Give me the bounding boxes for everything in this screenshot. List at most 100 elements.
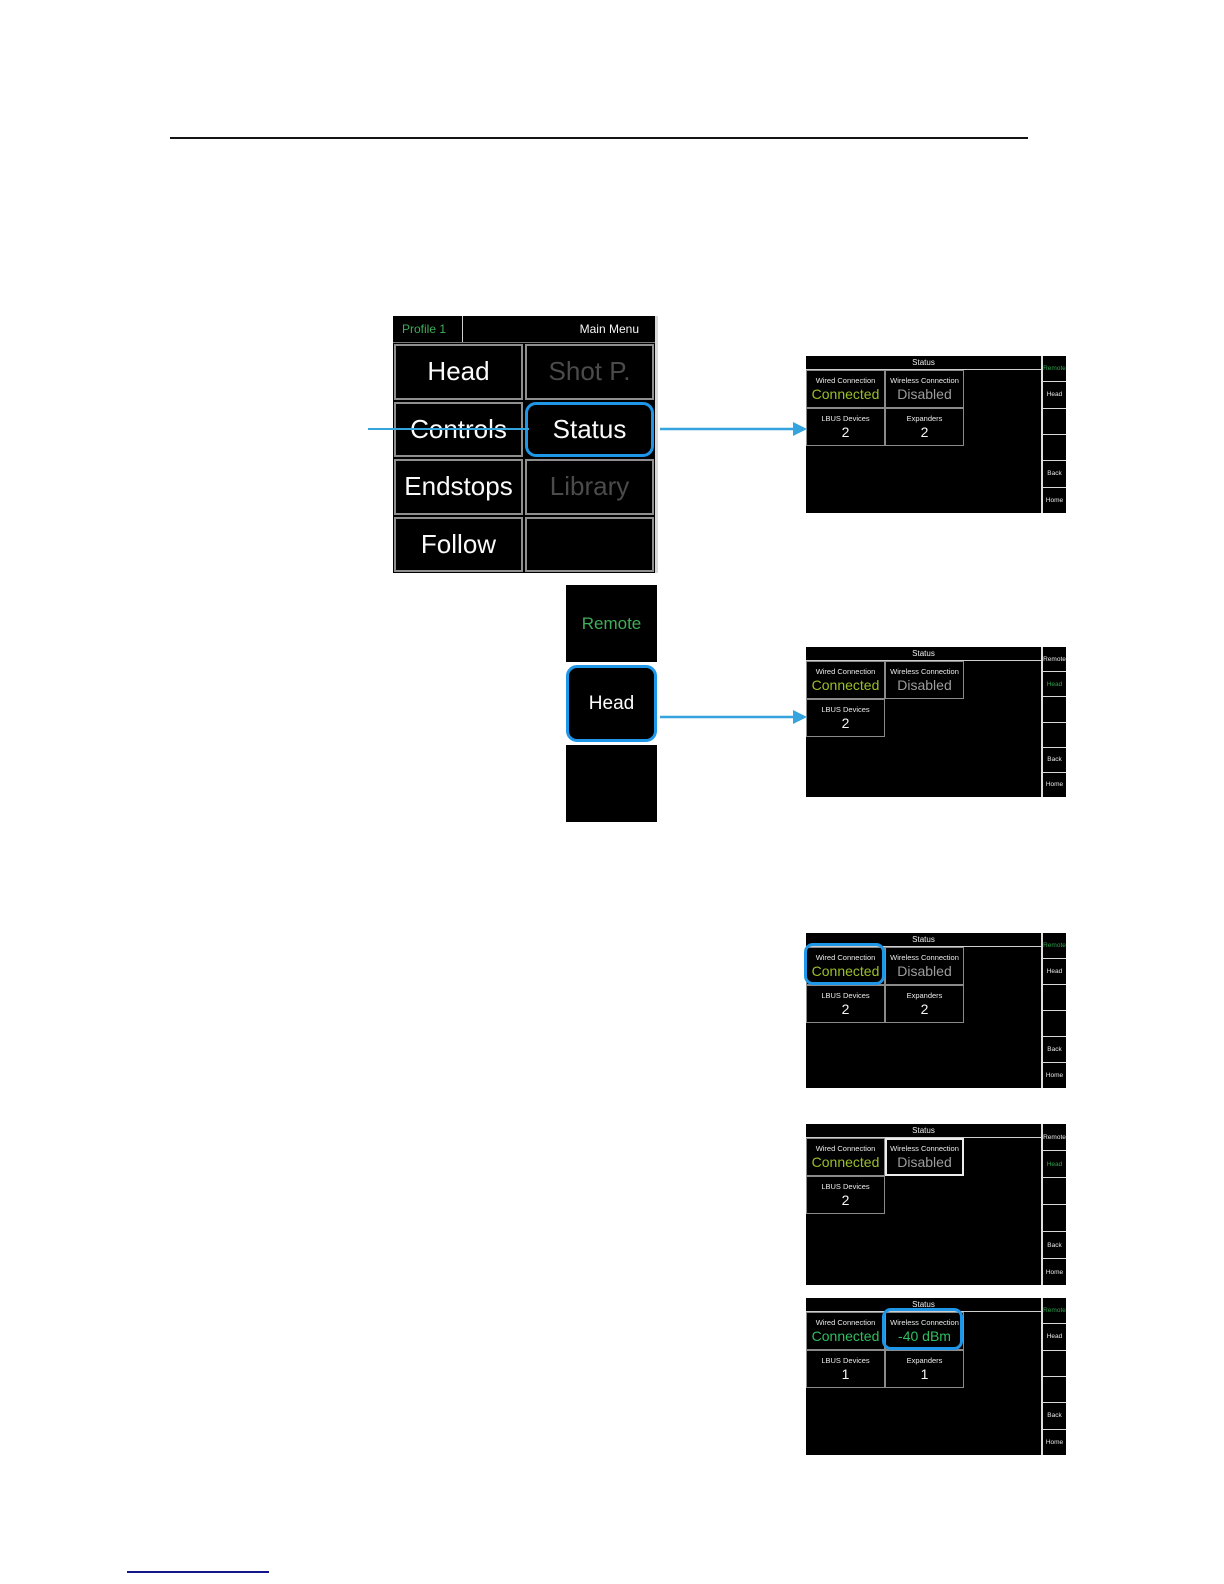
sidebar-remote[interactable]: Remote [1043,933,1066,959]
sidebar-back[interactable]: Back [1043,1232,1066,1259]
sidebar-blank [1043,1205,1066,1232]
wireless-connection-label: Wireless Connection [890,1318,959,1327]
arrow-head-to-screen2 [660,710,807,724]
wired-connection-cell[interactable]: Wired Connection Connected [806,1138,885,1176]
sidebar-remote[interactable]: Remote [1043,1298,1066,1325]
wired-connection-cell[interactable]: Wired Connection Connected [806,1312,885,1350]
lbus-devices-value: 2 [841,715,850,731]
wireless-connection-cell[interactable]: Wireless Connection Disabled [885,661,964,699]
sidebar-blank [1043,985,1066,1011]
sidebar-head[interactable]: Head [1043,1324,1066,1351]
library-button: Library [525,459,654,515]
wireless-connection-cell[interactable]: Wireless Connection -40 dBm [885,1312,964,1350]
footer-link-underline[interactable] [127,1571,269,1573]
status-screen-2-main: Status Wired Connection Connected Wirele… [806,647,1043,797]
sidebar-blank [1043,697,1066,723]
sidebar-home[interactable]: Home [1045,1268,1064,1276]
expanders-value: 1 [920,1366,929,1382]
status-screen-3-main: Status Wired Connection Connected Wirele… [804,933,1043,1088]
wireless-connection-cell[interactable]: Wireless Connection Disabled [885,947,964,985]
status-screen-5: Status Wired Connection Connected Wirele… [806,1298,1066,1455]
wireless-connection-cell[interactable]: Wireless Connection Disabled [885,1138,964,1176]
sidebar-head[interactable]: Head [1043,959,1066,985]
sidebar-head[interactable]: Head [1043,382,1066,409]
sidebar-back[interactable]: Back [1043,748,1066,773]
page-top-rule [170,137,1028,139]
callout-line-to-status [368,428,529,430]
sidebar-blank [1043,1377,1066,1404]
shot-p-button: Shot P. [525,344,654,400]
endstops-button[interactable]: Endstops [394,459,523,515]
status-title: Status [806,1124,1041,1138]
sidebar-head[interactable]: Head [1043,672,1066,698]
lbus-devices-label: LBUS Devices [821,705,870,714]
status-grid: Wired Connection Connected Wireless Conn… [806,661,964,737]
wireless-connection-label: Wireless Connection [890,376,959,385]
sidebar-blank [1043,1178,1066,1205]
status-grid: Wired Connection Connected Wireless Conn… [806,1312,964,1388]
status-screen-5-main: Status Wired Connection Connected Wirele… [806,1298,1043,1455]
expanders-value: 2 [920,424,929,440]
lbus-devices-cell[interactable]: LBUS Devices 2 [806,408,885,446]
wired-connection-label: Wired Connection [815,1318,876,1327]
wired-connection-label: Wired Connection [815,667,876,676]
wireless-connection-cell[interactable]: Wireless Connection Disabled [885,370,964,408]
wireless-connection-value: Disabled [897,1154,952,1170]
sidebar-home[interactable]: Home [1045,781,1064,789]
sidebar-home[interactable]: Home [1045,1072,1064,1079]
sidebar-remote[interactable]: Remote [1043,1124,1066,1151]
wireless-connection-value: Disabled [897,677,952,693]
lbus-devices-cell[interactable]: LBUS Devices 1 [806,1350,885,1388]
main-menu-grid: Head Shot P. Controls Status Endstops Li… [393,343,655,573]
status-grid: Wired Connection Connected Wireless Conn… [806,947,964,1023]
wired-connection-cell[interactable]: Wired Connection Connected [806,370,885,408]
sidebar-blank [1043,409,1066,435]
expanders-cell[interactable]: Expanders 1 [885,1350,964,1388]
lbus-devices-label: LBUS Devices [821,414,870,423]
status-title: Status [806,356,1041,370]
head-button[interactable]: Head [394,344,523,400]
status-grid: Wired Connection Connected Wireless Conn… [806,370,964,446]
status-sidebar: Remote Head Back Home [1043,1298,1066,1455]
lbus-devices-value: 2 [841,1001,850,1017]
sidebar-remote[interactable]: Remote [1043,356,1066,383]
expanders-label: Expanders [906,414,943,423]
lbus-devices-label: LBUS Devices [821,991,870,1000]
wired-connection-value: Connected [811,386,880,402]
sidebar-blank [1043,723,1066,748]
status-screen-1: Status Wired Connection Connected Wirele… [806,356,1066,513]
main-menu-panel: Profile 1 Main Menu Head Shot P. Control… [393,316,658,573]
lbus-devices-value: 2 [841,1192,850,1208]
sidebar-home[interactable]: Home [1045,1438,1064,1446]
sidebar-blank [1043,1351,1066,1377]
status-grid: Wired Connection Connected Wireless Conn… [806,1138,964,1214]
status-sidebar: Remote Head Back Home [1043,933,1066,1088]
wireless-connection-label: Wireless Connection [890,667,959,676]
sidebar-back[interactable]: Back [1043,1037,1066,1063]
sidebar-back[interactable]: Back [1043,461,1066,488]
main-menu-title: Main Menu [579,322,639,336]
sidebar-back[interactable]: Back [1043,1403,1066,1430]
sidebar-head[interactable]: Head [1043,1151,1066,1178]
head-menu-item[interactable]: Head [566,665,657,742]
expanders-cell[interactable]: Expanders 2 [885,408,964,446]
lbus-devices-value: 1 [841,1366,850,1382]
remote-menu-item[interactable]: Remote [566,585,657,662]
follow-button[interactable]: Follow [394,516,523,572]
status-title: Status [806,647,1041,661]
lbus-devices-cell[interactable]: LBUS Devices 2 [806,985,885,1023]
status-button[interactable]: Status [525,401,654,457]
lbus-devices-cell[interactable]: LBUS Devices 2 [806,699,885,737]
lbus-devices-cell[interactable]: LBUS Devices 2 [806,1176,885,1214]
profile-label: Profile 1 [402,322,447,336]
wireless-connection-value: Disabled [897,386,952,402]
wired-connection-cell[interactable]: Wired Connection Connected [806,661,885,699]
wired-connection-label: Wired Connection [815,1144,876,1153]
sidebar-remote[interactable]: Remote [1043,647,1066,673]
status-screen-4-main: Status Wired Connection Connected Wirele… [806,1124,1043,1285]
status-screen-3: Status Wired Connection Connected Wirele… [804,933,1066,1088]
sidebar-home[interactable]: Home [1045,496,1064,504]
expanders-cell[interactable]: Expanders 2 [885,985,964,1023]
wired-connection-label: Wired Connection [815,953,876,962]
wireless-cell-highlight [882,1308,963,1350]
